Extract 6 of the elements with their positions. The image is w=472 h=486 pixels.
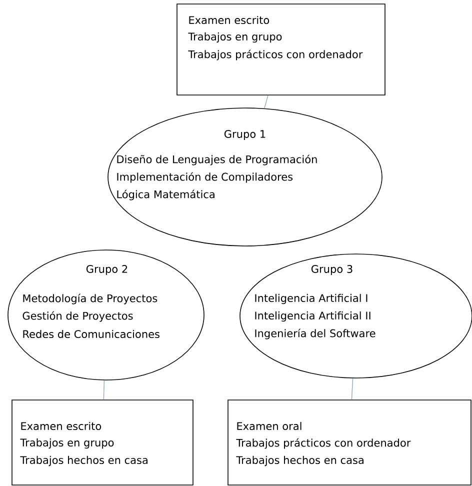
text-box: Examen escrito Trabajos en grupo Trabajos prácticos con ordenador: [176, 4, 386, 96]
connector-line: [351, 378, 354, 400]
connector-line: [103, 380, 105, 400]
connector-line: [264, 95, 268, 109]
text-box: Examen escrito Trabajos en grupo Trabajos hechos en casa: [12, 400, 194, 486]
text-box: Examen oral Trabajos prácticos con ordenador Trabajos hechos en casa: [228, 400, 472, 486]
